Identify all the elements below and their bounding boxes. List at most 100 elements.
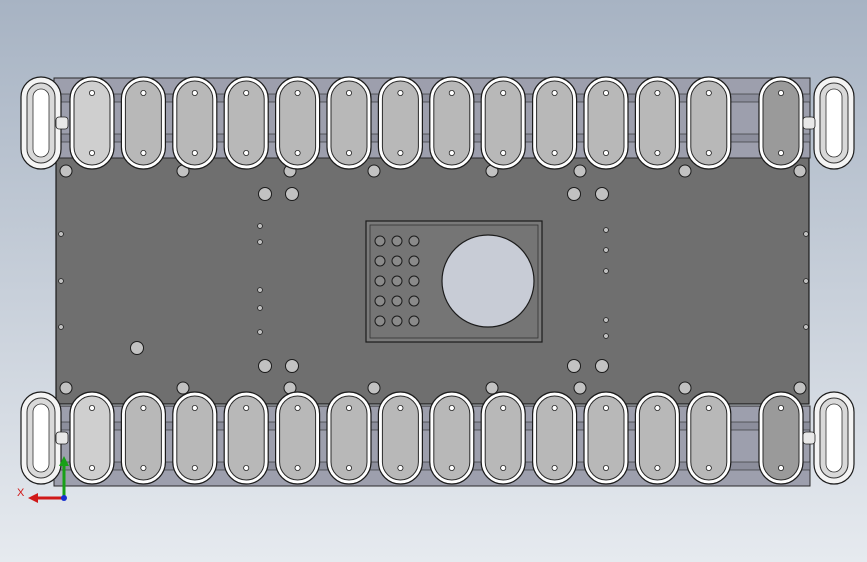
track-link[interactable]	[223, 76, 269, 170]
link-pin	[89, 404, 96, 411]
link-pin	[705, 149, 712, 156]
link-pin	[705, 464, 712, 471]
track-link-pad	[638, 395, 676, 481]
track-link[interactable]	[531, 391, 578, 485]
track-link[interactable]	[120, 391, 167, 485]
track-link-pad	[690, 80, 728, 166]
link-pin	[448, 90, 455, 97]
track-link-pad	[176, 395, 214, 481]
track-link[interactable]	[634, 76, 681, 170]
track-link[interactable]	[531, 76, 578, 170]
track-link[interactable]	[326, 76, 372, 170]
track-link[interactable]	[377, 391, 423, 485]
pin-hole	[408, 235, 420, 247]
track-link-pad	[124, 395, 162, 481]
track-link[interactable]	[758, 391, 804, 485]
small-hole	[603, 227, 609, 233]
link-pin	[191, 404, 198, 411]
track-link[interactable]	[377, 76, 423, 170]
track-link[interactable]	[583, 76, 629, 170]
bottom-track[interactable]	[69, 391, 804, 485]
mount-hole	[130, 341, 144, 355]
link-pin	[191, 149, 198, 156]
track-link[interactable]	[275, 76, 321, 170]
y-axis-arrowhead	[59, 456, 69, 466]
track-link[interactable]	[69, 391, 115, 485]
link-pin	[89, 149, 96, 156]
track-link-pad	[536, 395, 574, 481]
pin-grid	[374, 235, 420, 327]
link-pin	[191, 90, 198, 97]
track-link[interactable]	[583, 391, 629, 485]
track-link-pad	[227, 80, 265, 166]
small-hole	[257, 223, 263, 229]
track-link[interactable]	[758, 76, 804, 170]
end-wheel[interactable]	[20, 76, 62, 170]
track-link-pad	[484, 395, 522, 481]
axle-stub	[802, 116, 816, 130]
mount-hole	[258, 187, 272, 201]
link-pin	[345, 149, 352, 156]
small-hole	[257, 239, 263, 245]
pin-hole	[391, 315, 403, 327]
track-link[interactable]	[429, 391, 475, 485]
end-wheel[interactable]	[813, 76, 855, 170]
plate-holes	[58, 164, 809, 395]
link-pin	[345, 464, 352, 471]
track-link[interactable]	[275, 391, 321, 485]
track-link-pad	[433, 80, 471, 166]
link-pin	[448, 464, 455, 471]
track-link[interactable]	[172, 391, 218, 485]
track-link[interactable]	[223, 391, 269, 485]
small-hole	[603, 268, 609, 274]
pin-hole	[374, 255, 386, 267]
link-pin	[551, 404, 558, 411]
pin-hole	[374, 235, 386, 247]
x-axis-label: X	[17, 487, 25, 499]
track-link[interactable]	[480, 76, 526, 170]
link-pin	[778, 90, 785, 97]
link-pin	[345, 90, 352, 97]
end-wheel[interactable]	[20, 391, 62, 485]
link-pin	[243, 90, 250, 97]
track-link[interactable]	[686, 76, 732, 170]
pin-hole	[391, 255, 403, 267]
mount-hole	[367, 164, 381, 178]
link-pin	[243, 464, 250, 471]
mount-hole	[367, 381, 381, 395]
wheel-hub	[32, 403, 50, 473]
track-link[interactable]	[69, 76, 115, 170]
track-link[interactable]	[686, 391, 732, 485]
small-hole	[603, 247, 609, 253]
link-pin	[654, 404, 661, 411]
small-hole	[603, 333, 609, 339]
track-link[interactable]	[172, 76, 218, 170]
link-pin	[89, 464, 96, 471]
track-link[interactable]	[429, 76, 475, 170]
link-pin	[654, 149, 661, 156]
link-pin	[705, 90, 712, 97]
track-link[interactable]	[326, 391, 372, 485]
track-link-pad	[124, 80, 162, 166]
mount-hole	[285, 359, 299, 373]
pin-hole	[408, 255, 420, 267]
wheel-hub	[825, 88, 843, 158]
track-link[interactable]	[120, 76, 167, 170]
mount-hole	[678, 164, 692, 178]
end-wheel[interactable]	[813, 391, 855, 485]
track-link[interactable]	[480, 391, 526, 485]
top-track[interactable]	[69, 76, 804, 170]
link-pin	[654, 464, 661, 471]
link-pin	[294, 90, 301, 97]
link-pin	[345, 404, 352, 411]
center-panel[interactable]	[365, 220, 543, 343]
mount-hole	[793, 164, 807, 178]
pin-hole	[408, 295, 420, 307]
pin-hole	[374, 275, 386, 287]
link-pin	[140, 90, 147, 97]
x-axis-arrowhead	[28, 493, 38, 503]
z-axis-dot	[61, 495, 67, 501]
track-link[interactable]	[634, 391, 681, 485]
end-wheels[interactable]	[20, 76, 855, 485]
